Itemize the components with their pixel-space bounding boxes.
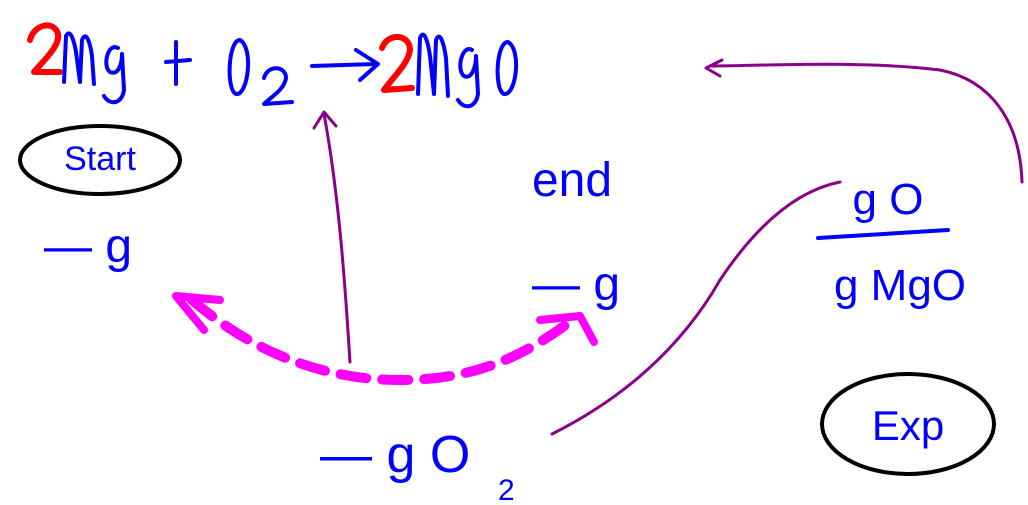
start-circle bbox=[18, 124, 182, 196]
difference-arrowhead-left bbox=[172, 292, 224, 334]
start-label: Start bbox=[64, 140, 136, 178]
handwriting-o-product bbox=[495, 40, 519, 96]
handwriting-m-product bbox=[416, 32, 450, 98]
end-mass: — g bbox=[532, 258, 620, 311]
start-mass: — g bbox=[44, 220, 132, 273]
subscript-2 bbox=[262, 66, 294, 106]
ratio-denominator: g MgO bbox=[834, 261, 966, 310]
plus-sign bbox=[164, 40, 192, 86]
fraction-bar bbox=[816, 228, 950, 240]
coefficient-2-mgo bbox=[379, 34, 415, 93]
handwriting-o bbox=[227, 38, 251, 96]
exp-label: Exp bbox=[872, 402, 944, 449]
handwriting-g bbox=[102, 45, 126, 105]
connector-exp-to-mgo bbox=[704, 58, 1024, 184]
difference-arrowhead-right bbox=[536, 312, 598, 346]
connector-ratio-to-oxygen bbox=[550, 180, 842, 436]
exp-circle bbox=[820, 372, 996, 476]
equation-handwriting bbox=[27, 22, 519, 109]
handwriting-g-product bbox=[456, 47, 480, 109]
difference-arrow bbox=[187, 295, 580, 385]
end-label: end bbox=[532, 154, 612, 207]
connector-to-o2-arrow bbox=[312, 110, 352, 364]
oxygen-subscript: 2 bbox=[498, 474, 515, 505]
coefficient-2-mg bbox=[27, 22, 63, 75]
handwriting-m bbox=[62, 31, 96, 86]
ratio-numerator: g O bbox=[853, 175, 924, 224]
oxygen-mass: — g O bbox=[320, 426, 470, 484]
reaction-arrow bbox=[310, 48, 380, 82]
